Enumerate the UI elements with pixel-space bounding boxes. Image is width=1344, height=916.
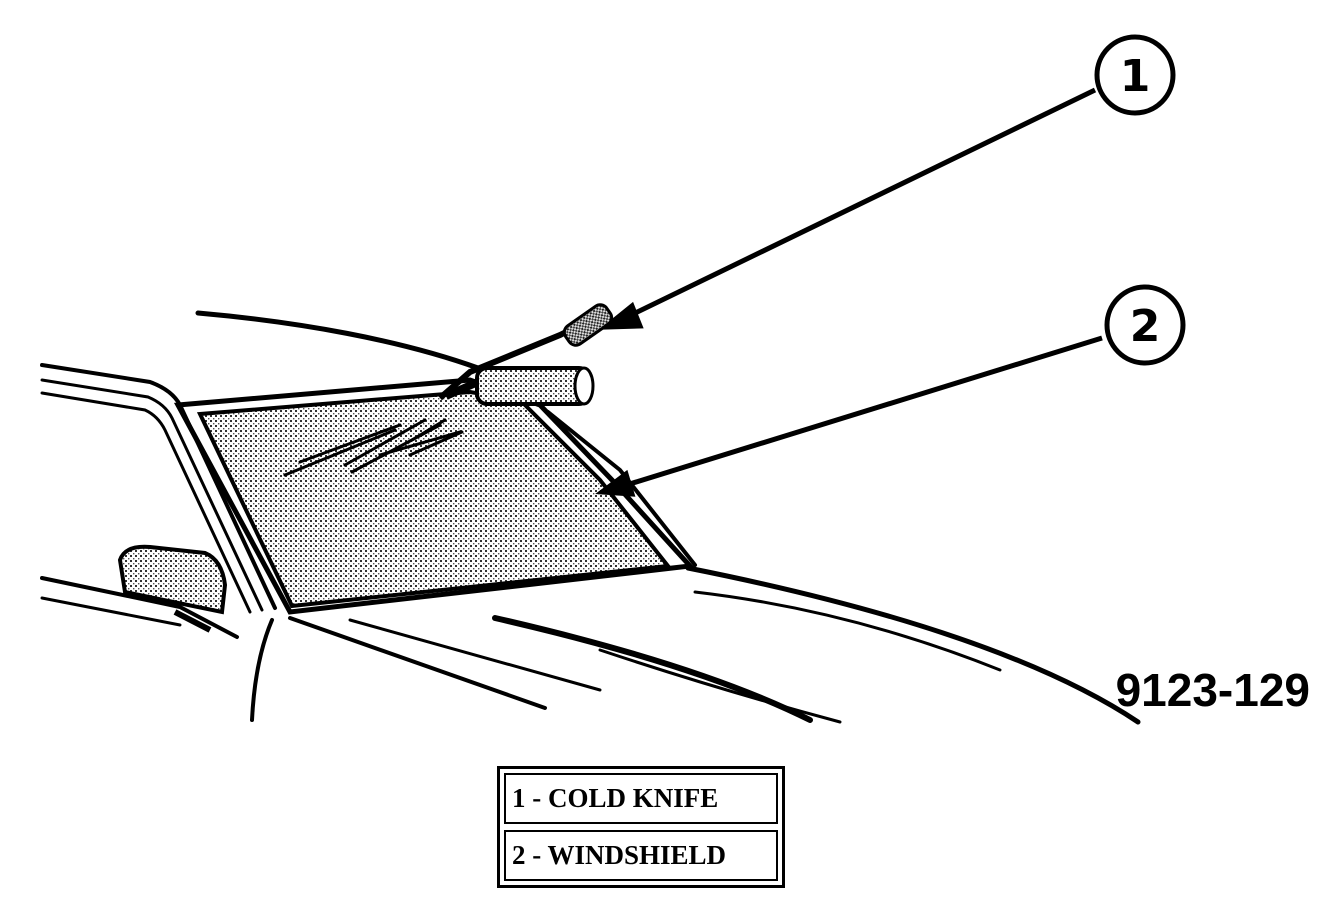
glass-reflection-streaks	[283, 418, 464, 477]
windshield-glass	[196, 389, 672, 609]
vehicle-body-lines	[40, 310, 1141, 725]
svg-text:1: 1	[1120, 51, 1151, 102]
legend-item-cold-knife: 1 - COLD KNIFE	[504, 773, 778, 824]
legend-item-windshield: 2 - WINDSHIELD	[504, 830, 778, 881]
cold-knife-tool	[438, 303, 614, 406]
svg-text:2: 2	[1130, 301, 1161, 352]
side-mirror	[117, 544, 228, 633]
callout-legend: 1 - COLD KNIFE 2 - WINDSHIELD	[497, 766, 785, 888]
figure-id: 9123-129	[1116, 664, 1310, 716]
callout-leaders	[595, 87, 1103, 497]
callout-2: 2	[1104, 284, 1186, 366]
callout-1: 1	[1094, 34, 1176, 116]
